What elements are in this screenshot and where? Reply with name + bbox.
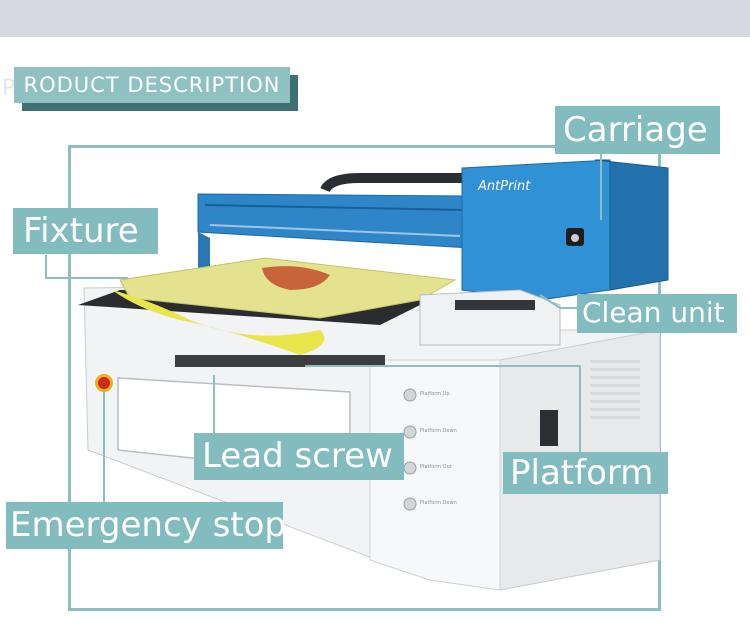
brand-text: AntPrint [477,179,531,194]
callout-emergency-stop: Emergency stop [6,502,286,549]
gantry [197,173,471,268]
heading-ghost-letter: P [2,76,16,101]
callout-lead-screw: Lead screw [194,433,404,480]
heading-title: RODUCT DESCRIPTION [23,73,281,97]
button-label-3: Platform Out [420,464,452,470]
section-heading: RODUCT DESCRIPTION [14,67,298,111]
heading-box: RODUCT DESCRIPTION [14,67,290,103]
button-label-1: Platform Up [420,391,450,397]
top-banner [0,0,750,37]
carriage-head: AntPrint [461,159,669,301]
callout-lines [45,153,602,505]
side-switch [540,410,558,446]
button-label-4: Platform Down [420,500,457,506]
callout-carriage: Carriage [555,106,720,154]
emergency-stop-button [95,374,113,392]
control-buttons: Platform Up Platform Down Platform Out P… [403,388,457,511]
callout-platform: Platform [503,452,668,494]
clean-unit [419,289,561,346]
print-platform [78,257,457,367]
button-label-2: Platform Down [420,428,457,434]
callout-fixture: Fixture [13,208,158,254]
callout-clean-unit: Clean unit [577,294,737,333]
